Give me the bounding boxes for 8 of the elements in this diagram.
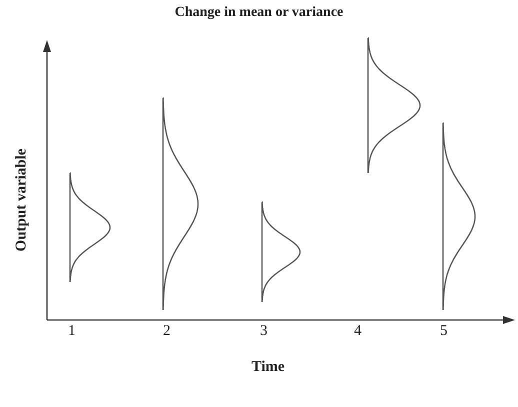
- chart-title: Change in mean or variance: [174, 4, 344, 22]
- tick-label: 3: [260, 322, 268, 340]
- tick-label: 1: [68, 322, 76, 340]
- tick-label: 4: [354, 322, 362, 340]
- tick-label: 5: [440, 322, 448, 340]
- axis-title: Output variable: [12, 148, 30, 252]
- axis-title: Time: [252, 358, 285, 376]
- tick-label: 2: [163, 322, 170, 340]
